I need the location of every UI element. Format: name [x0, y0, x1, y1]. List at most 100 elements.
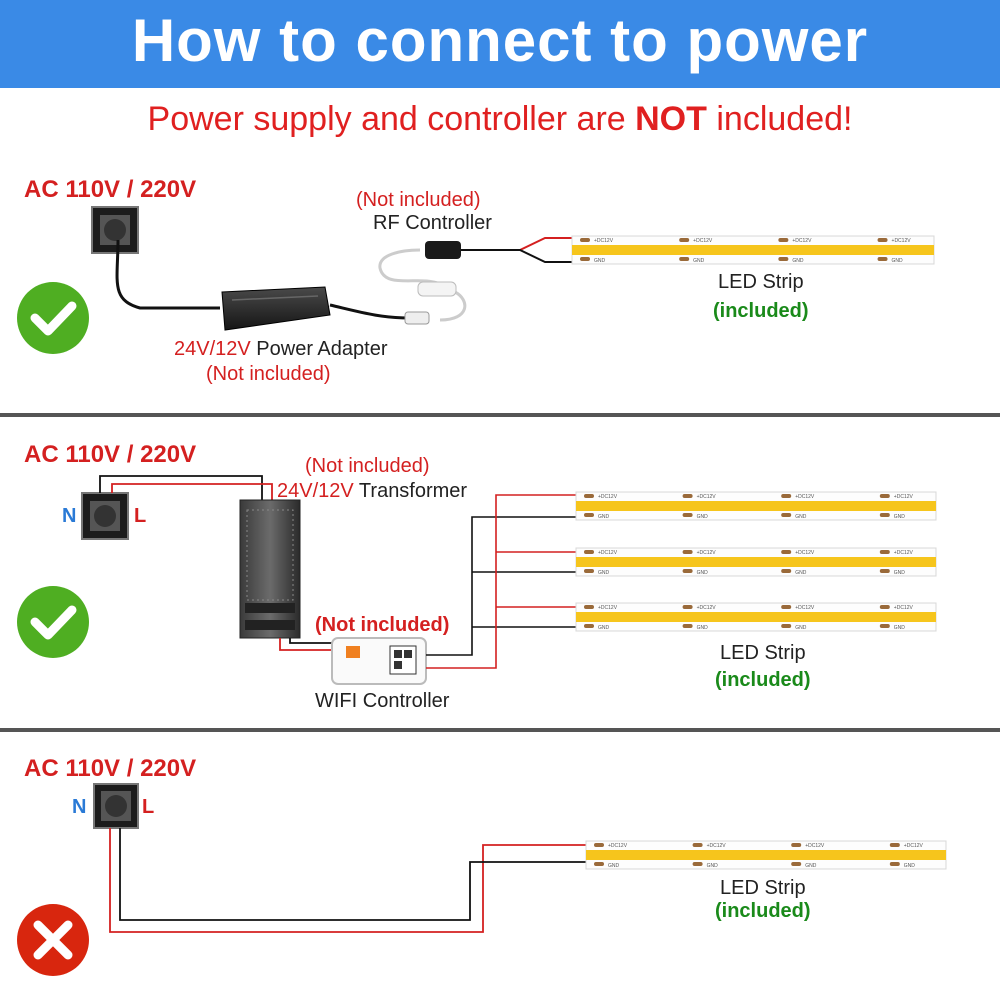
solder-pad — [879, 569, 890, 573]
solder-pad — [781, 513, 792, 517]
solder-pad — [791, 843, 802, 847]
solder-pad — [889, 843, 900, 847]
solder-pad — [781, 605, 792, 609]
solder-pad — [682, 569, 693, 573]
strip-gnd-marking: GND — [598, 625, 610, 631]
solder-pad — [692, 862, 703, 866]
cross-icon — [17, 904, 89, 976]
wifi-controller-icon — [331, 637, 427, 685]
strip-plus-marking: +DC12V — [697, 494, 717, 500]
strip-gnd-marking: GND — [792, 258, 804, 264]
check-icon — [17, 586, 89, 658]
strip-gnd-marking: GND — [693, 258, 705, 264]
wall-socket-icon — [81, 492, 129, 540]
strip-plus-marking: +DC12V — [792, 238, 812, 244]
strip-included-note: (included) — [713, 300, 809, 322]
rf-controller-label: RF Controller — [373, 212, 492, 234]
strip-gnd-marking: GND — [795, 625, 807, 631]
solder-pad — [879, 513, 890, 517]
solder-pad — [679, 257, 690, 261]
strip-gnd-marking: GND — [594, 258, 606, 264]
solder-pad — [781, 550, 792, 554]
led-strip-label: LED Strip — [720, 642, 806, 664]
adapter-input-cable — [115, 239, 220, 310]
strip-gnd-marking: GND — [795, 514, 807, 520]
solder-pad — [781, 569, 792, 573]
dc-connector-icon — [425, 241, 461, 259]
solder-pad — [682, 624, 693, 628]
solder-pad — [584, 513, 594, 517]
strip-gnd-marking: GND — [894, 570, 906, 576]
controller-not-included-note: (Not included) — [315, 614, 450, 636]
strip-plus-marking: +DC12V — [594, 238, 614, 244]
solder-pad — [682, 494, 693, 498]
strip-plus-marking: +DC12V — [795, 605, 815, 611]
strip-gnd-marking: GND — [598, 570, 610, 576]
strip-plus-marking: +DC12V — [697, 605, 717, 611]
led-strip-label: LED Strip — [718, 271, 804, 293]
strip-gnd-marking: GND — [894, 625, 906, 631]
neutral-label: N — [62, 505, 77, 527]
solder-pad — [584, 494, 594, 498]
wall-socket-icon — [91, 206, 139, 254]
solder-pad — [584, 550, 594, 554]
strip-plus-marking: +DC12V — [795, 550, 815, 556]
dc-jack-icon — [404, 311, 430, 325]
power-adapter-icon — [221, 286, 331, 331]
strip-included-note: (included) — [715, 900, 811, 922]
strip-plus-marking: +DC12V — [608, 843, 628, 849]
subtitle-text-before: Power supply and controller are — [147, 100, 636, 138]
strip-included-note: (included) — [715, 669, 811, 691]
strip-gnd-marking: GND — [697, 625, 709, 631]
solder-pad — [682, 550, 693, 554]
strip-plus-marking: +DC12V — [707, 843, 727, 849]
solder-pad — [584, 605, 594, 609]
led-strip-label: LED Strip — [720, 877, 806, 899]
strip-gnd-marking: GND — [892, 258, 904, 264]
solder-pad — [584, 569, 594, 573]
live-label: L — [142, 796, 155, 818]
strip-gnd-marking: GND — [707, 863, 719, 869]
strip-plus-marking: +DC12V — [598, 605, 618, 611]
adapter-voltage: 24V/12V — [174, 338, 251, 360]
strip-plus-marking: +DC12V — [904, 843, 924, 849]
solder-pad — [877, 257, 888, 261]
strip-plus-marking: +DC12V — [805, 843, 825, 849]
neutral-label: N — [72, 796, 87, 818]
strip-gnd-marking: GND — [894, 514, 906, 520]
solder-pad — [879, 494, 890, 498]
strip-plus-marking: +DC12V — [598, 494, 618, 500]
strip-gnd-marking: GND — [904, 863, 916, 869]
solder-pad — [584, 624, 594, 628]
wifi-controller-label: WIFI Controller — [315, 690, 450, 712]
controller-not-included-note: (Not included) — [356, 189, 481, 211]
solder-pad — [879, 550, 890, 554]
power-adapter-label: 24V/12V Power Adapter — [174, 338, 387, 361]
ac-voltage-label: AC 110V / 220V — [24, 441, 197, 468]
transformer-voltage: 24V/12V — [277, 480, 354, 502]
strip-plus-marking: +DC12V — [894, 605, 914, 611]
transformer-not-included-note: (Not included) — [305, 455, 430, 477]
section-divider-1 — [0, 413, 1000, 417]
solder-pad — [781, 494, 792, 498]
solder-pad — [692, 843, 703, 847]
solder-pad — [791, 862, 802, 866]
adapter-not-included-note: (Not included) — [206, 363, 331, 385]
strip-plus-marking: +DC12V — [795, 494, 815, 500]
subtitle-warning: Power supply and controller are NOT incl… — [0, 100, 1000, 139]
solder-pad — [879, 605, 890, 609]
transformer-name: Transformer — [353, 480, 468, 502]
solder-pad — [889, 862, 900, 866]
strip-plus-marking: +DC12V — [892, 238, 912, 244]
strip-plus-marking: +DC12V — [697, 550, 717, 556]
solder-pad — [682, 513, 693, 517]
solder-pad — [877, 238, 888, 242]
controller-cable — [378, 248, 467, 322]
solder-pad — [594, 843, 604, 847]
adapter-output-cable — [329, 303, 411, 320]
rf-controller-icon — [417, 281, 457, 297]
